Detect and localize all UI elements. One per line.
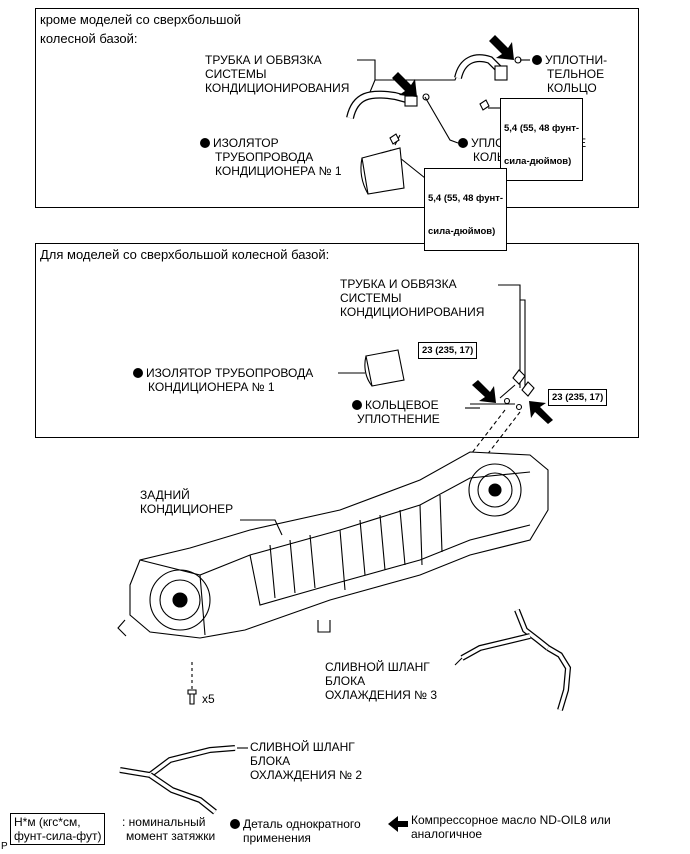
- legend-unit-line1: Н*м (кгс*см,: [14, 815, 81, 829]
- legend-oil-line2: аналогичное: [411, 827, 483, 841]
- legend-unit-desc: : номинальный момент затяжки: [122, 815, 215, 843]
- torque-top-right-line2: сила-дюймов): [504, 156, 572, 167]
- torque-top-right-line1: 5,4 (55, 48 фунт-: [504, 123, 580, 134]
- single-use-dot-icon: [458, 138, 468, 148]
- bottom-tube-label-line2: СИСТЕМЫ: [340, 291, 402, 305]
- top-left-tube: [346, 90, 418, 120]
- bottom-insulator-label-line2: КОНДИЦИОНЕРА № 1: [148, 380, 275, 394]
- legend-unit-desc-line1: : номинальный: [122, 815, 206, 829]
- legend-oil: Компрессорное масло ND-OIL8 или аналогич…: [411, 813, 611, 841]
- torque-box-bottom-left: 23 (235, 17): [418, 342, 478, 359]
- drain2-label-line3: ОХЛАЖДЕНИЯ № 2: [250, 768, 363, 782]
- drain-hose-2: [119, 745, 236, 815]
- torque-top-mid-line2: сила-дюймов): [428, 226, 496, 237]
- top-oring-right-line1: УПЛОТНИ-: [545, 53, 608, 67]
- top-insulator-label-line2: ТРУБОПРОВОДА: [215, 150, 314, 164]
- corner-mark: P: [1, 841, 8, 852]
- top-oring-right-label: УПЛОТНИ- ТЕЛЬНОЕ КОЛЬЦО: [532, 53, 607, 95]
- top-insulator-label: ИЗОЛЯТОР ТРУБОПРОВОДА КОНДИЦИОНЕРА № 1: [200, 136, 342, 178]
- torque-top-mid-line1: 5,4 (55, 48 фунт-: [428, 193, 504, 204]
- rear-ac-label-line2: КОНДИЦИОНЕР: [140, 502, 234, 516]
- top-insulator-label-line1: ИЗОЛЯТОР: [213, 136, 279, 150]
- bottom-tube-label-line3: КОНДИЦИОНИРОВАНИЯ: [340, 305, 485, 319]
- legend-unit-line2: фунт-сила-фут): [14, 829, 102, 843]
- drain-hose-2-label: СЛИВНОЙ ШЛАНГ БЛОКА ОХЛАЖДЕНИЯ № 2: [250, 740, 362, 782]
- legend-unit-box: Н*м (кгс*см, фунт-сила-фут): [10, 813, 106, 845]
- bottom-insulator-label: ИЗОЛЯТОР ТРУБОПРОВОДА КОНДИЦИОНЕРА № 1: [133, 366, 313, 394]
- oil-arrow-top-mid: [392, 72, 417, 97]
- top-tube-label-line1: ТРУБКА И ОБВЯЗКА: [205, 53, 322, 67]
- legend-single-use-line1: Деталь однократного: [243, 817, 361, 831]
- oil-arrow-top-right: [489, 35, 514, 60]
- bottom-oring-label-line1: КОЛЬЦЕВОЕ: [365, 398, 439, 412]
- single-use-dot-icon: [200, 138, 210, 148]
- panel-top-heading-line1: кроме моделей со сверхбольшой: [40, 12, 241, 27]
- drain-hose-3: [460, 608, 572, 711]
- single-use-dot-icon: [532, 55, 542, 65]
- top-oring-right-line3: КОЛЬЦО: [547, 81, 597, 95]
- torque-box-top-right: 5,4 (55, 48 фунт- сила-дюймов): [500, 98, 584, 181]
- oil-arrow-bottom-right: [529, 401, 553, 424]
- drain3-label-line2: БЛОКА: [325, 674, 366, 688]
- rear-ac-label: ЗАДНИЙ КОНДИЦИОНЕР: [140, 488, 233, 516]
- torque-box-top-mid: 5,4 (55, 48 фунт- сила-дюймов): [424, 168, 508, 251]
- bottom-tube-label-line1: ТРУБКА И ОБВЯЗКА: [340, 277, 457, 291]
- top-insulator-label-line3: КОНДИЦИОНЕРА № 1: [215, 164, 342, 178]
- legend-single-use-line2: применения: [243, 831, 311, 845]
- single-use-dot-icon: [230, 819, 240, 829]
- top-oring-right-line2: ТЕЛЬНОЕ: [547, 67, 605, 81]
- oil-arrow-bottom-left: [472, 380, 496, 403]
- top-right-tube: [454, 54, 508, 81]
- drain-hose-3-label: СЛИВНОЙ ШЛАНГ БЛОКА ОХЛАЖДЕНИЯ № 3: [325, 660, 437, 702]
- rear-ac-label-line1: ЗАДНИЙ: [140, 488, 190, 502]
- rear-ac-unit: [117, 451, 549, 639]
- legend-single-use: Деталь однократного применения: [230, 817, 361, 845]
- bottom-insulator-label-line1: ИЗОЛЯТОР ТРУБОПРОВОДА: [146, 366, 314, 380]
- drain2-label-line1: СЛИВНОЙ ШЛАНГ: [250, 740, 355, 754]
- top-tube-label-line2: СИСТЕМЫ: [205, 67, 267, 81]
- drain3-label-line3: ОХЛАЖДЕНИЯ № 3: [325, 688, 438, 702]
- bottom-oring-label-line2: УПЛОТНЕНИЕ: [357, 412, 440, 426]
- top-tube-label-line3: КОНДИЦИОНИРОВАНИЯ: [205, 81, 350, 95]
- panel-top-heading-line2: колесной базой:: [40, 31, 138, 46]
- torque-box-bottom-right: 23 (235, 17): [548, 389, 608, 406]
- legend-oil-line1: Компрессорное масло ND-OIL8 или: [411, 813, 611, 827]
- bolt-count: x5: [202, 692, 215, 706]
- drain3-label-line1: СЛИВНОЙ ШЛАНГ: [325, 660, 430, 674]
- drain2-label-line2: БЛОКА: [250, 754, 291, 768]
- bottom-oring-label: КОЛЬЦЕВОЕ УПЛОТНЕНИЕ: [352, 398, 440, 426]
- panel-bottom-heading: Для моделей со сверхбольшой колесной баз…: [40, 247, 330, 262]
- legend-unit-desc-line2: момент затяжки: [126, 829, 216, 843]
- single-use-dot-icon: [352, 400, 362, 410]
- bottom-tube-label: ТРУБКА И ОБВЯЗКА СИСТЕМЫ КОНДИЦИОНИРОВАН…: [340, 277, 484, 319]
- top-tube-label: ТРУБКА И ОБВЯЗКА СИСТЕМЫ КОНДИЦИОНИРОВАН…: [205, 53, 349, 95]
- single-use-dot-icon: [133, 368, 143, 378]
